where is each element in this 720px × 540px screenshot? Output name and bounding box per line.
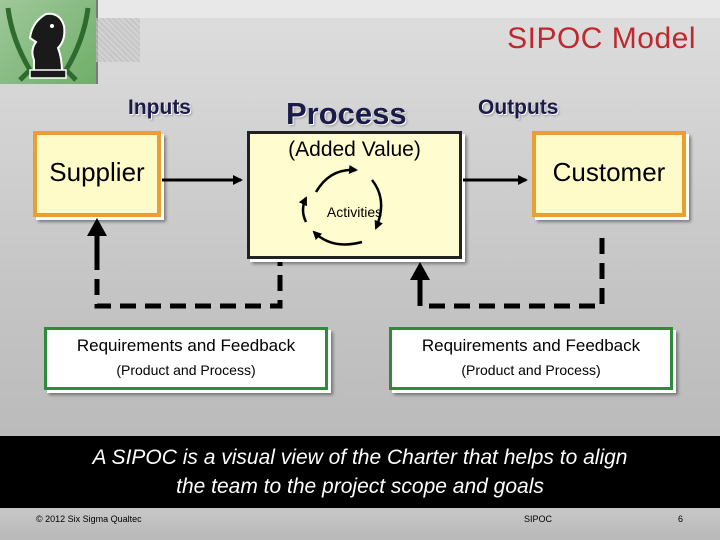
feedback-left-arrowhead xyxy=(87,218,107,236)
added-value-label: (Added Value) xyxy=(288,138,421,161)
feedback-left-main: Requirements and Feedback xyxy=(76,336,296,355)
footer-page-number: 6 xyxy=(678,514,684,524)
banner-line-2: the team to the project scope and goals xyxy=(176,475,544,498)
summary-banner: A SIPOC is a visual view of the Charter … xyxy=(0,436,720,508)
feedback-loop-left xyxy=(94,254,283,309)
customer-label: Customer xyxy=(552,157,666,187)
inputs-label: Inputs xyxy=(128,96,191,119)
activities-cycle-icon xyxy=(298,164,383,246)
knight-chess-icon xyxy=(5,7,91,82)
footer-copyright: © 2012 Six Sigma Qualtec xyxy=(36,514,142,524)
knight-logo xyxy=(0,0,98,84)
footer-bar xyxy=(0,508,720,540)
supplier-box: Supplier xyxy=(33,131,161,217)
feedback-left-sub: (Product and Process) xyxy=(116,362,256,378)
feedback-loop-right xyxy=(417,236,605,309)
process-label: Process xyxy=(286,96,407,131)
feedback-right-main: Requirements and Feedback xyxy=(421,336,641,355)
activities-label: Activities xyxy=(326,204,383,220)
feedback-right-sub: (Product and Process) xyxy=(461,362,601,378)
process-box: (Added Value) Activities xyxy=(247,131,462,259)
outputs-label: Outputs xyxy=(478,96,559,119)
slide-title: SIPOC Model xyxy=(507,22,696,55)
header-band xyxy=(0,0,720,18)
supplier-label: Supplier xyxy=(49,157,145,187)
feedback-box-left: Requirements and Feedback (Product and P… xyxy=(44,327,328,390)
logo-texture xyxy=(96,18,140,62)
footer-section: SIPOC xyxy=(524,514,553,524)
feedback-box-right: Requirements and Feedback (Product and P… xyxy=(389,327,673,390)
banner-line-1: A SIPOC is a visual view of the Charter … xyxy=(92,446,628,469)
customer-box: Customer xyxy=(532,131,686,217)
feedback-right-arrowhead xyxy=(410,262,430,280)
